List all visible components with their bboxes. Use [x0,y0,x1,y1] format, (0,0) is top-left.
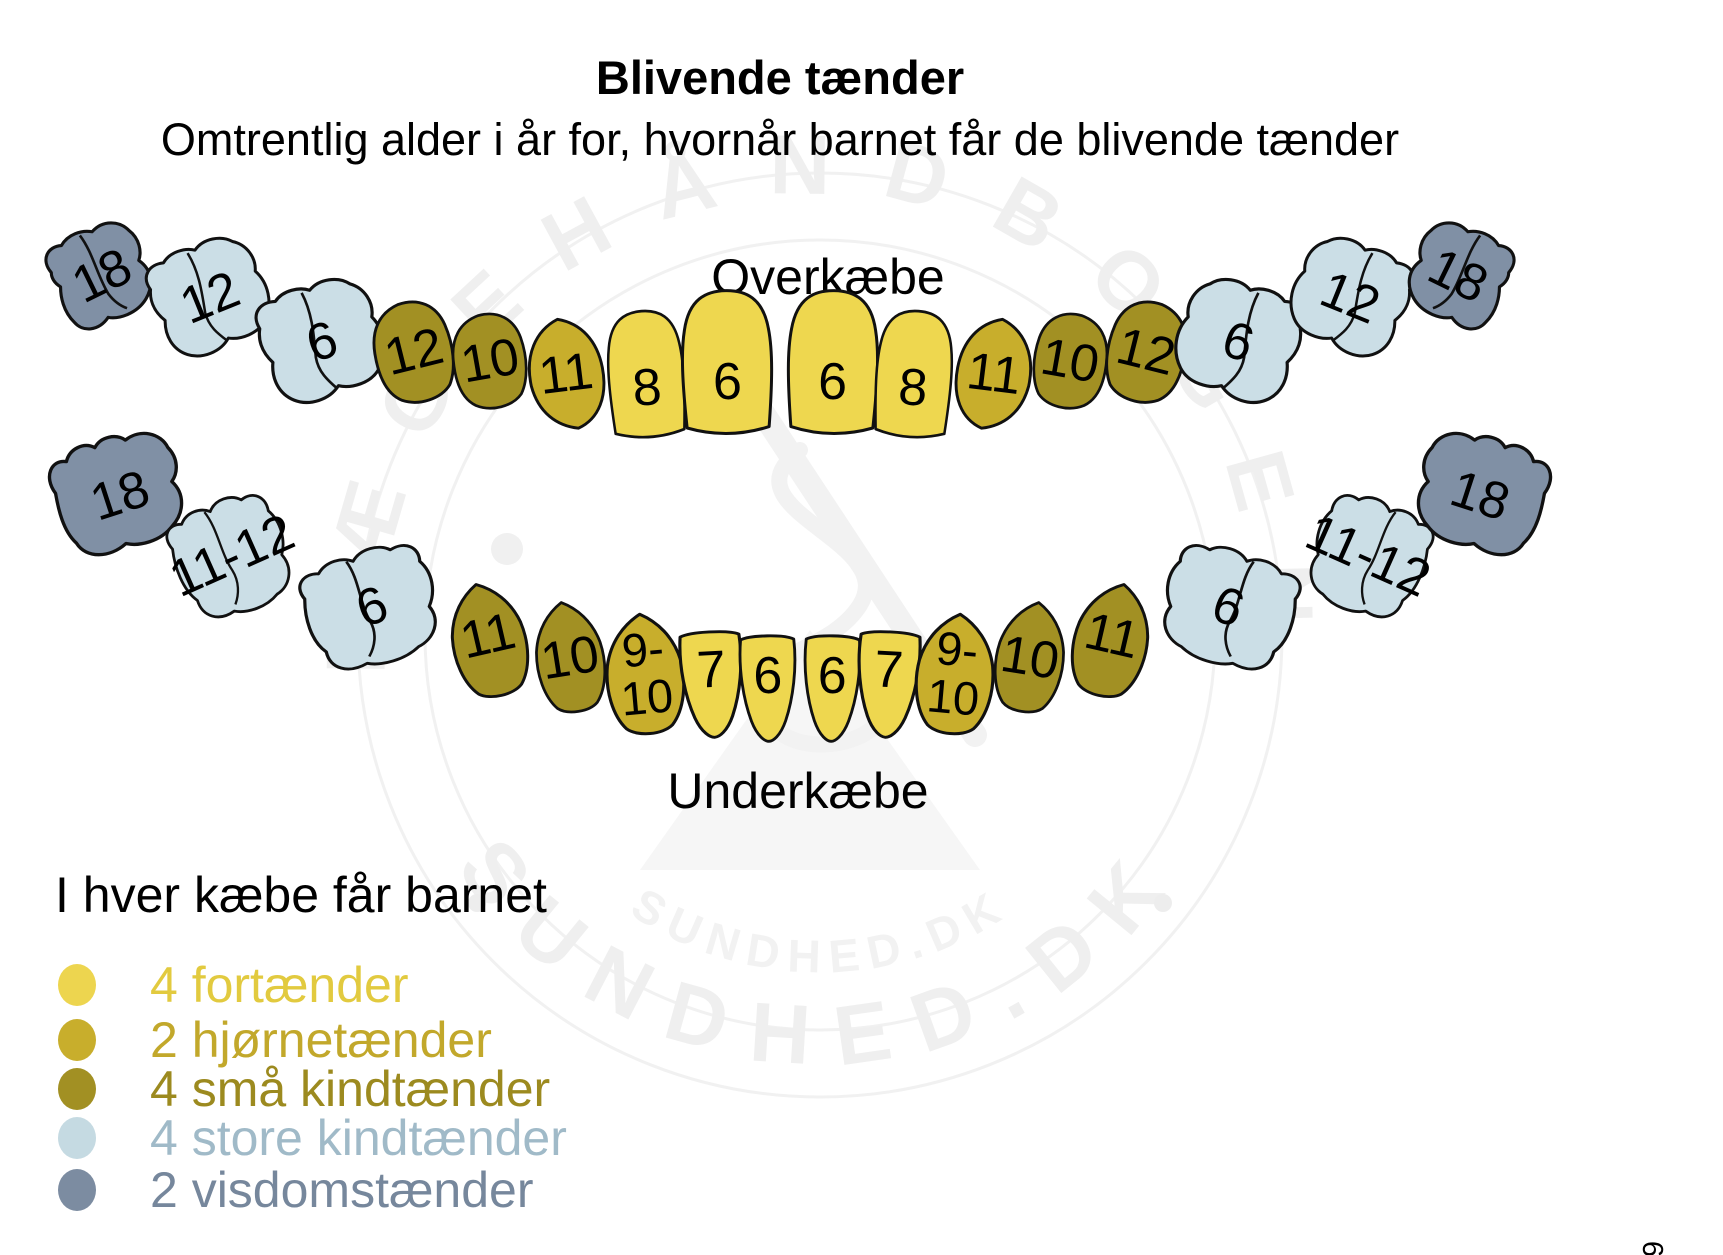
tooth-lower-premolar1-right: 10 [987,595,1074,718]
tooth-age-label: 8 [631,358,664,418]
legend-label: 4 fortænder [150,957,408,1013]
upper-jaw-row: 18 12 6 12 10 11 [35,208,1525,441]
legend-label: 4 store kindtænder [150,1110,567,1166]
tooth-upper-molar1-left: 6 [246,266,398,414]
tooth-upper-molar1-right: 6 [1162,266,1314,414]
tooth-age-label: 11 [536,342,597,406]
legend-item-store-kindtaender: 4 store kindtænder [58,1110,567,1166]
tooth-age-label-line1: 9- [620,621,666,677]
legend-dot-smaa-kindtaender-icon [58,1068,96,1110]
legend-label: 4 små kindtænder [150,1061,550,1117]
tooth-lower-central-incisor-right: 6 [802,633,862,744]
legend-item-visdomstaender: 2 visdomstænder [58,1162,534,1218]
tooth-lower-premolar2-right: 11 [1061,574,1161,706]
tooth-lower-molar2-right: 11-12 [1292,481,1444,634]
tooth-age-label: 10 [1036,327,1103,394]
tooth-upper-wisdom-right: 18 [1393,208,1525,340]
tooth-upper-canine-left: 11 [521,313,611,435]
tooth-age-label: 6 [818,353,848,411]
tooth-upper-lateral-incisor-right: 8 [870,307,958,441]
legend-label: 2 visdomstænder [150,1162,534,1218]
tooth-age-label-line2: 10 [925,668,982,725]
tooth-upper-central-incisor-right: 6 [785,288,881,436]
legend: I hver kæbe får barnet 4 fortænder 2 hjø… [55,867,567,1218]
tooth-upper-premolar2-right: 12 [1095,292,1198,412]
tooth-age-label: 6 [817,647,847,705]
tooth-upper-molar2-right: 12 [1277,224,1424,369]
tooth-age-label: 10 [456,327,523,394]
tooth-age-label: 7 [695,640,727,699]
tooth-age-label: 6 [712,353,742,411]
tooth-upper-canine-right: 11 [949,313,1039,435]
tooth-age-label: 6 [753,647,783,705]
tooth-lower-wisdom-right: 18 [1401,418,1560,568]
tooth-upper-central-incisor-left: 6 [679,288,775,436]
tooth-upper-premolar1-right: 10 [1025,307,1116,416]
tooth-upper-premolar2-left: 12 [362,292,465,412]
legend-item-hjoernetaender: 2 hjørnetænder [58,1012,492,1068]
page-title: Blivende tænder [595,51,965,104]
tooth-age-label: 12 [379,317,449,387]
watermark-dot [491,533,523,565]
tooth-age-label: 12 [1111,317,1181,387]
watermark-separator-dot-right [1154,894,1172,912]
tooth-age-label: 10 [537,625,603,691]
tooth-age-label: 11 [455,602,521,671]
legend-heading: I hver kæbe får barnet [55,867,547,923]
tooth-upper-premolar1-left: 10 [444,307,535,416]
tooth-lower-wisdom-left: 18 [40,418,199,568]
tooth-lower-lateral-incisor-right: 7 [853,628,923,741]
legend-dot-visdomstaender-icon [58,1169,96,1211]
tooth-lower-premolar2-left: 11 [439,574,539,706]
tooth-age-label: 11 [964,342,1025,406]
legend-item-smaa-kindtaender: 4 små kindtænder [58,1061,550,1117]
tooth-lower-premolar1-left: 10 [526,595,613,718]
tooth-lower-canine-left: 9- 10 [600,609,690,739]
tooth-lower-lateral-incisor-left: 7 [677,628,747,741]
copyright-credit: © Birgitte Lerche-Barlach 2019 [1638,1241,1671,1255]
tooth-age-label-line2: 10 [619,668,676,725]
tooth-upper-molar2-left: 12 [136,224,283,369]
lower-jaw-row: 18 11-12 6 11 10 9- 10 [40,418,1560,744]
watermark-separator-dot-left [468,894,486,912]
tooth-lower-molar1-right: 6 [1145,530,1311,686]
lower-jaw-label: Underkæbe [667,763,928,819]
tooth-lower-canine-right: 9- 10 [910,609,1000,739]
tooth-age-label: 7 [873,640,905,699]
tooth-age-label-line1: 9- [934,621,980,677]
tooth-upper-lateral-incisor-left: 8 [602,307,690,441]
legend-label: 2 hjørnetænder [150,1012,492,1068]
legend-dot-store-kindtaender-icon [58,1117,96,1159]
tooth-age-label: 10 [997,625,1063,691]
legend-dot-fortaender-icon [58,964,96,1006]
tooth-lower-molar1-left: 6 [289,530,455,686]
tooth-age-label: 11 [1079,602,1145,671]
page-subtitle: Omtrentlig alder i år for, hvornår barne… [160,114,1400,165]
tooth-age-label: 8 [897,358,930,418]
legend-dot-hjoernetaender-icon [58,1019,96,1061]
tooth-upper-wisdom-left: 18 [35,208,167,340]
legend-item-fortaender: 4 fortænder [58,957,408,1013]
tooth-lower-central-incisor-left: 6 [738,633,798,744]
tooth-lower-molar2-left: 11-12 [156,481,308,634]
